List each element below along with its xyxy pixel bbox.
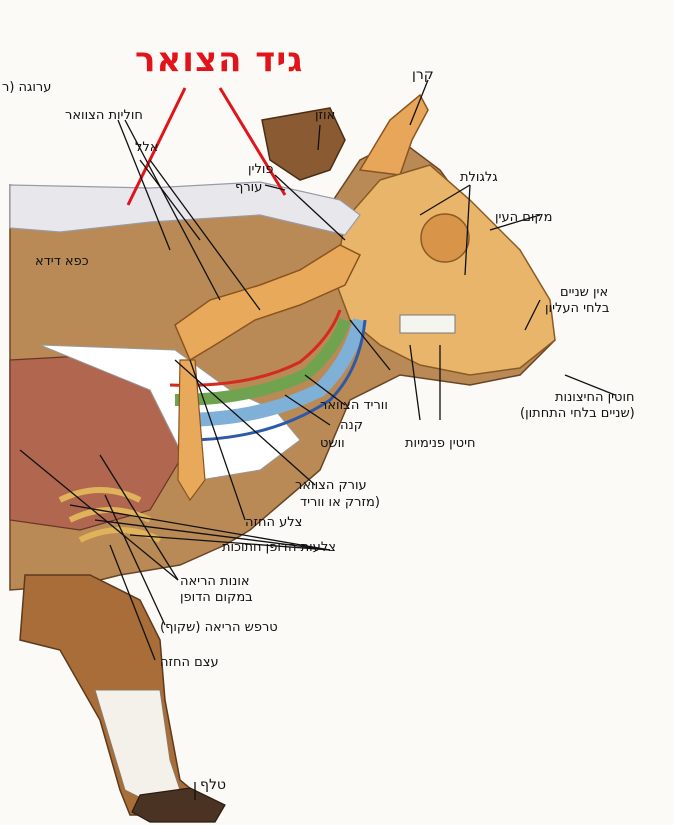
- eye-socket: [421, 214, 469, 262]
- label-sternum: עצם החזה: [160, 655, 219, 670]
- label-jugular: ווריד הצוואר: [320, 398, 388, 413]
- label-lung-membrane: טרפש הריאה (שקוף): [160, 620, 278, 635]
- label-kaf-dida: כפא דידא: [35, 254, 89, 269]
- label-arugah: ערוגה (ר: [2, 80, 51, 95]
- label-horn: קרן: [412, 68, 434, 83]
- label-carotid-2: (מזרק או ווריד: [300, 495, 380, 510]
- label-trachea: קנה: [340, 418, 363, 433]
- label-ear: אוזן: [315, 108, 335, 123]
- label-incisors-1: חוטין החיצונות: [555, 390, 635, 405]
- label-cut-ribs: צלעות הדופן חתוכות: [222, 540, 336, 555]
- label-carotid-1: עורק הצוואר: [295, 478, 367, 493]
- label-skull: גלגולת: [460, 170, 498, 185]
- diagram-title: גיד הצואר: [135, 40, 303, 80]
- label-oref: עורף: [235, 180, 262, 195]
- label-lung-lobes-1: אונות הריאה: [180, 574, 250, 589]
- label-incisors-2: (שניים בלחי התחתון): [520, 406, 635, 421]
- label-no-teeth-2: בלחי העליון: [545, 301, 609, 316]
- molar-teeth: [400, 315, 455, 333]
- label-no-teeth-1: אין שניים: [560, 285, 608, 300]
- label-molars: חיטין פנימיות: [405, 436, 475, 451]
- label-chest-rib: צלע החזה: [245, 515, 302, 530]
- label-lung-lobes-2: במקום הדופן: [180, 590, 253, 605]
- label-esophagus: וושט: [320, 436, 345, 451]
- label-polin: פולין: [248, 162, 274, 177]
- label-neck-vertebrae: חוליות הצוואר: [65, 108, 143, 123]
- label-alal: אלל: [135, 140, 158, 155]
- label-hoof: טלף: [200, 778, 226, 793]
- label-eye-place: מקום העין: [495, 210, 552, 225]
